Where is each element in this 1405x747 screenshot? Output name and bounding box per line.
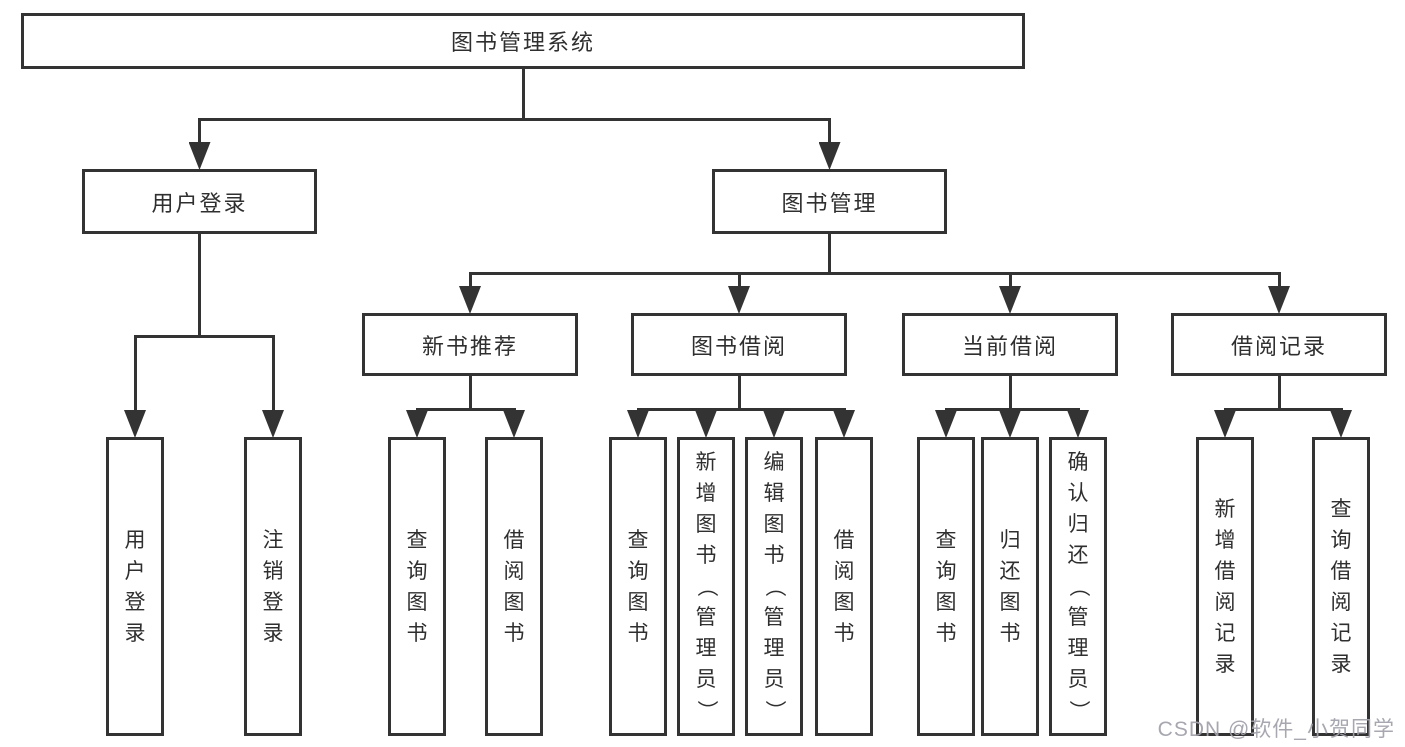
- diagram-node-nb-borrow: 借阅图书: [485, 437, 543, 736]
- arrow-down-icon: [188, 142, 211, 170]
- arrow-down-icon: [503, 410, 525, 438]
- arrow-down-icon: [695, 410, 717, 438]
- arrow-down-icon: [818, 142, 841, 170]
- connector-line: [636, 408, 846, 411]
- connector-line: [772, 408, 776, 410]
- connector-line: [1076, 408, 1080, 410]
- node-label: 查询图书: [935, 528, 957, 645]
- node-label: 当前借阅: [961, 333, 1058, 359]
- arrow-down-icon: [999, 286, 1021, 314]
- diagram-node-bb-edit: 编辑图书（管理员）: [745, 437, 803, 736]
- diagram-node-cb-query: 查询图书: [917, 437, 975, 736]
- diagram-node-book-borrow: 图书借阅: [631, 313, 847, 376]
- connector-line: [737, 376, 741, 411]
- arrow-down-icon: [1268, 286, 1290, 314]
- arrow-down-icon: [124, 410, 146, 438]
- diagram-node-cb-return: 归还图书: [981, 437, 1039, 736]
- arrow-down-icon: [999, 410, 1021, 438]
- arrow-down-icon: [1330, 410, 1352, 438]
- connector-line: [1339, 408, 1343, 410]
- connector-line: [1223, 408, 1343, 411]
- diagram-node-root: 图书管理系统: [21, 13, 1025, 69]
- connector-line: [828, 234, 831, 275]
- node-label: 借阅图书: [833, 528, 855, 645]
- arrow-down-icon: [1067, 410, 1089, 438]
- connector-line: [636, 408, 640, 410]
- node-label: 新增图书（管理员）: [694, 451, 718, 721]
- node-label: 借阅记录: [1230, 333, 1327, 359]
- diagram-node-bb-add: 新增图书（管理员）: [677, 437, 735, 736]
- node-label: 新书推荐: [421, 333, 518, 359]
- arrow-down-icon: [459, 286, 481, 314]
- csdn-watermark: CSDN @软件_小贺同学: [1157, 718, 1395, 741]
- diagram-node-br-query: 查询借阅记录: [1312, 437, 1370, 736]
- node-label: 图书借阅: [690, 333, 787, 359]
- node-label: 图书管理: [781, 190, 878, 216]
- diagram-node-user-login: 用户登录: [82, 169, 317, 234]
- diagram-node-br-add: 新增借阅记录: [1196, 437, 1254, 736]
- arrow-down-icon: [627, 410, 649, 438]
- connector-line: [842, 408, 846, 410]
- diagram-node-bb-query: 查询图书: [609, 437, 667, 736]
- connector-line: [133, 335, 275, 338]
- connector-line: [512, 408, 516, 410]
- connector-line: [704, 408, 708, 410]
- arrow-down-icon: [728, 286, 750, 314]
- node-label: 查询图书: [406, 528, 428, 645]
- connector-line: [415, 408, 419, 410]
- arrow-down-icon: [262, 410, 284, 438]
- diagram-node-bb-borrow: 借阅图书: [815, 437, 873, 736]
- node-label: 借阅图书: [503, 528, 525, 645]
- connector-line: [415, 408, 516, 411]
- connector-line: [468, 272, 472, 286]
- diagram-node-book-mgmt: 图书管理: [712, 169, 947, 234]
- node-label: 查询借阅记录: [1330, 497, 1352, 676]
- node-label: 新增借阅记录: [1214, 497, 1236, 676]
- diagram-node-borrow-records: 借阅记录: [1171, 313, 1387, 376]
- connector-line: [1008, 272, 1012, 286]
- connector-line: [521, 69, 525, 121]
- connector-line: [1008, 376, 1012, 411]
- connector-line: [198, 118, 831, 121]
- connector-line: [1008, 408, 1012, 410]
- diagram-node-current-borrow: 当前借阅: [902, 313, 1118, 376]
- connector-line: [944, 408, 1080, 411]
- node-label: 编辑图书（管理员）: [762, 451, 786, 721]
- connector-line: [737, 272, 741, 286]
- connector-line: [271, 335, 275, 410]
- node-label: 用户登录: [124, 528, 146, 645]
- arrow-down-icon: [935, 410, 957, 438]
- diagram-node-logout: 注销登录: [244, 437, 302, 736]
- arrow-down-icon: [1214, 410, 1236, 438]
- arrow-down-icon: [833, 410, 855, 438]
- connector-line: [198, 118, 201, 142]
- node-label: 注销登录: [262, 528, 284, 645]
- diagram-node-cb-confirm: 确认归还（管理员）: [1049, 437, 1107, 736]
- connector-line: [944, 408, 948, 410]
- connector-line: [468, 376, 472, 411]
- node-label: 图书管理系统: [450, 30, 595, 55]
- diagram-node-nb-query: 查询图书: [388, 437, 446, 736]
- connector-line: [198, 234, 201, 338]
- node-label: 查询图书: [627, 528, 649, 645]
- diagram-node-login: 用户登录: [106, 437, 164, 736]
- node-label: 用户登录: [151, 190, 248, 216]
- arrow-down-icon: [406, 410, 428, 438]
- node-label: 确认归还（管理员）: [1066, 451, 1090, 721]
- connector-line: [468, 272, 1281, 275]
- arrow-down-icon: [763, 410, 785, 438]
- connector-line: [133, 335, 137, 410]
- connector-line: [1277, 376, 1281, 411]
- connector-line: [1223, 408, 1227, 410]
- node-label: 归还图书: [999, 528, 1021, 645]
- connector-line: [1277, 272, 1281, 286]
- diagram-node-new-books: 新书推荐: [362, 313, 578, 376]
- connector-line: [828, 118, 831, 142]
